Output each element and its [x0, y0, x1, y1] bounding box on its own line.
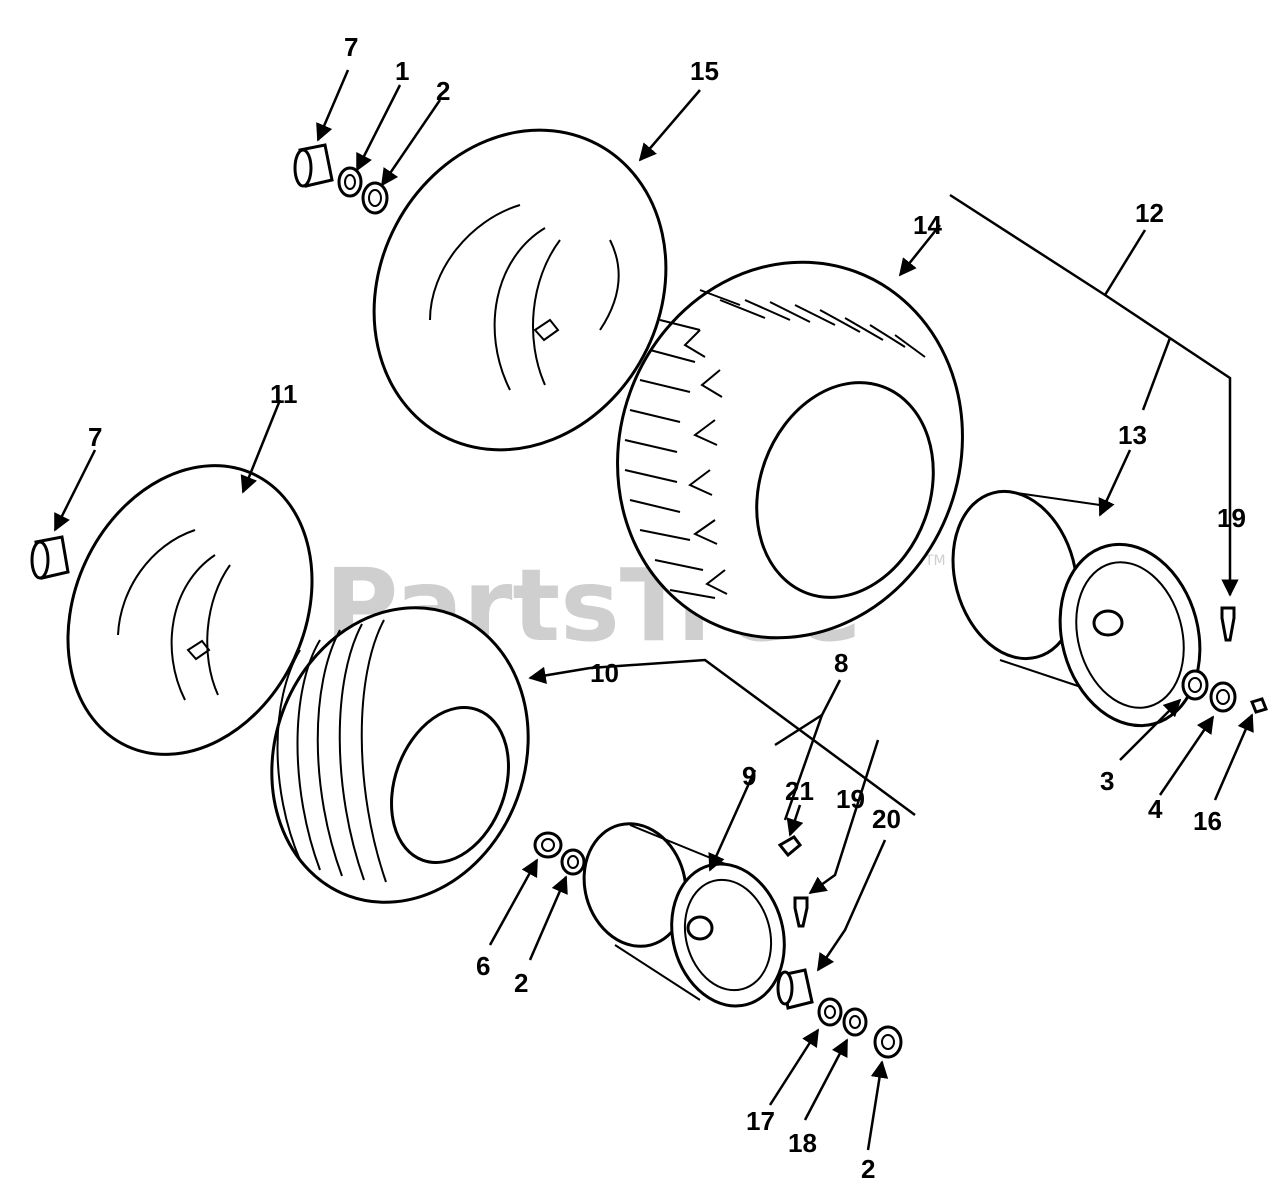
part-washer-4 [1209, 681, 1237, 713]
callout-16: 16 [1193, 806, 1222, 836]
part-washer-18 [842, 1007, 868, 1037]
small-parts [30, 143, 1269, 1059]
callout-4: 4 [1148, 794, 1163, 824]
part-bearing-3 [1181, 669, 1209, 701]
callout-11: 11 [270, 379, 298, 409]
part-rim-right [951, 489, 1202, 728]
callout-7-top: 7 [344, 32, 358, 62]
part-rim-lower [582, 822, 786, 1008]
callout-2-bottom: 2 [861, 1154, 875, 1184]
callout-15: 15 [690, 56, 719, 86]
part-inner-tube-upper [372, 128, 668, 452]
part-tire-rib-lower [270, 606, 530, 904]
callout-13: 13 [1118, 420, 1147, 450]
callout-17: 17 [746, 1106, 775, 1136]
callout-21: 21 [785, 776, 814, 806]
part-valve-19b [793, 896, 809, 928]
callout-10: 10 [590, 658, 619, 688]
callout-19-lower: 19 [836, 784, 865, 814]
callout-18: 18 [788, 1128, 817, 1158]
part-valve-19a [1220, 606, 1236, 642]
part-bushing-top [293, 143, 334, 188]
part-fitting-21 [777, 835, 803, 858]
part-bearing-1 [337, 166, 363, 198]
callout-6: 6 [476, 951, 490, 981]
part-bearing-17 [817, 997, 843, 1027]
part-washer-2a [361, 181, 389, 215]
callout-9: 9 [742, 761, 756, 791]
watermark-trademark: TM [924, 553, 946, 569]
callout-2-top: 2 [436, 76, 450, 106]
callout-1: 1 [395, 56, 409, 86]
part-washer-2b [560, 848, 586, 876]
callout-7-left: 7 [88, 422, 102, 452]
part-bearing-6 [533, 831, 563, 859]
part-bushing-20 [776, 968, 814, 1010]
callout-19-right: 19 [1217, 503, 1246, 533]
part-tire-tread-upper [616, 260, 964, 640]
callout-12: 12 [1135, 198, 1164, 228]
callout-2-lower: 2 [514, 968, 528, 998]
callout-8: 8 [834, 648, 848, 678]
callout-20: 20 [872, 804, 901, 834]
leader-lines [53, 69, 1254, 1151]
part-bushing-left [30, 535, 70, 580]
part-washer-2c [873, 1025, 903, 1059]
callout-3: 3 [1100, 766, 1114, 796]
callout-14: 14 [913, 210, 942, 240]
callouts: 7 1 2 15 14 12 11 7 13 19 10 8 9 21 19 2… [88, 32, 1246, 1184]
part-pin-16 [1249, 697, 1269, 714]
